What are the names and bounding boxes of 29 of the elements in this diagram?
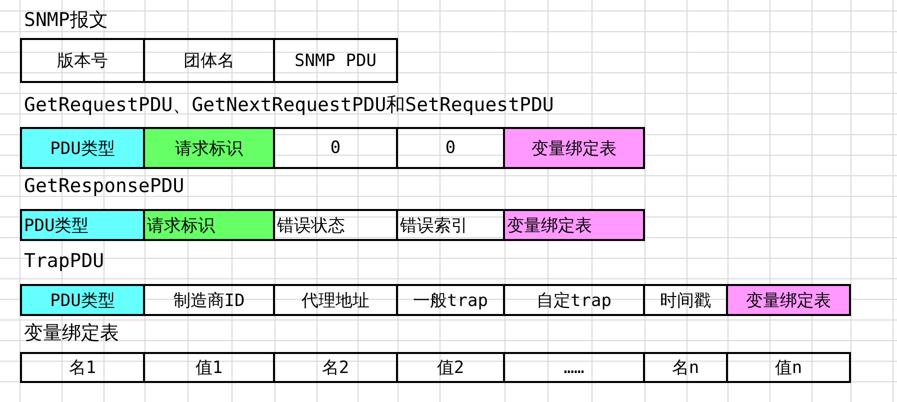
table-cell: 自定trap bbox=[503, 284, 645, 316]
section-heading: SNMP报文 bbox=[24, 8, 108, 33]
table-cell: PDU类型 bbox=[20, 284, 145, 316]
section-heading: 变量绑定表 bbox=[24, 321, 119, 346]
table-cell: 团体名 bbox=[143, 38, 275, 83]
table-cell: 变量绑定表 bbox=[726, 284, 851, 316]
section-heading: GetRequestPDU、GetNextRequestPDU和SetRequestPDU bbox=[24, 93, 554, 118]
table-cell: 0 bbox=[273, 127, 398, 169]
table-cell: 值2 bbox=[396, 352, 505, 383]
table-cell: PDU类型 bbox=[20, 209, 145, 241]
table-cell: 请求标识 bbox=[143, 209, 275, 241]
table-cell: 代理地址 bbox=[273, 284, 398, 316]
table-cell: 变量绑定表 bbox=[503, 127, 645, 169]
table-cell: 制造商ID bbox=[143, 284, 275, 316]
table-cell: 错误状态 bbox=[273, 209, 398, 241]
table-cell: 请求标识 bbox=[143, 127, 275, 169]
table-cell: 一般trap bbox=[396, 284, 505, 316]
table-cell: 值1 bbox=[143, 352, 275, 383]
table-cell: 版本号 bbox=[20, 38, 145, 83]
table-cell: 变量绑定表 bbox=[503, 209, 645, 241]
section-heading: GetResponsePDU bbox=[24, 175, 184, 197]
table-cell: PDU类型 bbox=[20, 127, 145, 169]
table-cell: 名n bbox=[643, 352, 728, 383]
table-cell: …… bbox=[503, 352, 645, 383]
table-cell: 名1 bbox=[20, 352, 145, 383]
section-heading: TrapPDU bbox=[24, 250, 104, 272]
table-cell: 值n bbox=[726, 352, 851, 383]
table-cell: 名2 bbox=[273, 352, 398, 383]
table-cell: SNMP PDU bbox=[273, 38, 398, 83]
